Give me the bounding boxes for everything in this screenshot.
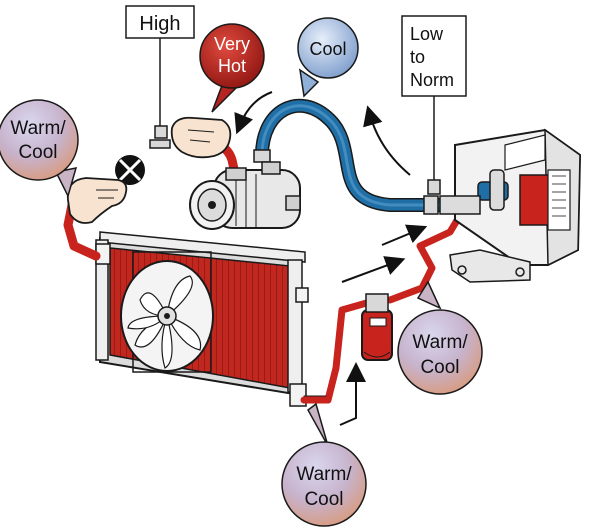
bubble-warm-cool-bottom: Warm/ Cool — [281, 402, 367, 527]
pressure-gauge-icon — [427, 96, 441, 195]
bubble-cool-text: Cool — [309, 39, 346, 59]
label-to-text: to — [410, 47, 425, 67]
label-norm-text: Norm — [410, 70, 454, 90]
label-low-text: Low — [410, 24, 444, 44]
flow-arrows — [234, 91, 428, 426]
receiver-drier — [361, 293, 393, 361]
bubble-warm-text: Warm/ — [296, 464, 352, 485]
bubble-warm-text: Warm/ — [412, 332, 468, 353]
arrow-icon — [339, 362, 366, 426]
hand-icon — [66, 177, 128, 224]
label-high-text: High — [139, 13, 180, 35]
bubble-warm-cool-right: Warm/ Cool — [397, 280, 483, 395]
bubble-cool-text: Cool — [420, 357, 459, 378]
bubble-warm-text: Warm/ — [10, 118, 66, 139]
bubble-warm-cool-left: Warm/ Cool — [0, 99, 79, 199]
arrow-icon — [381, 224, 428, 246]
bubble-very-text: Very — [214, 34, 250, 54]
bubble-hot-text: Hot — [218, 56, 246, 76]
bubble-cool-text: Cool — [304, 489, 343, 510]
compressor — [189, 161, 301, 230]
label-high: High — [125, 5, 195, 39]
arrow-icon — [234, 91, 273, 135]
condenser-fan — [120, 251, 214, 373]
label-low-to-norm: Low to Norm — [401, 15, 467, 97]
shutoff-valve-icon — [115, 155, 145, 185]
arrow-icon — [363, 105, 411, 176]
pressure-gauge-icon — [149, 36, 171, 149]
bubble-cool-text: Cool — [18, 142, 57, 163]
evaporator-housing — [439, 128, 582, 283]
hand-icon — [170, 116, 232, 159]
arrow-icon — [341, 256, 406, 283]
bubble-very-hot: Very Hot — [199, 23, 265, 113]
low-pressure-suction-line — [253, 98, 447, 215]
bubble-cool: Cool — [297, 17, 359, 98]
